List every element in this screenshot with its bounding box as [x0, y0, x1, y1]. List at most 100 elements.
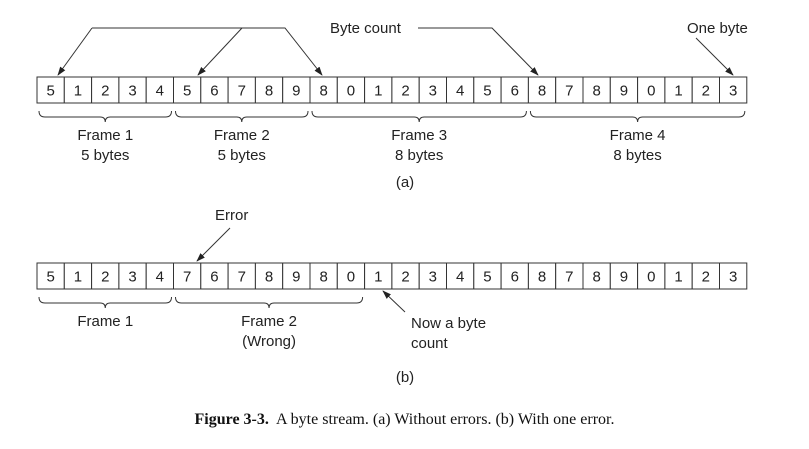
now-byte-count-arrow: [382, 290, 406, 313]
error-arrow: [196, 227, 231, 262]
byte-value: 3: [128, 83, 136, 100]
byte-cell-box: [582, 76, 611, 104]
frame-size: 8 bytes: [395, 147, 443, 164]
byte-value: 5: [483, 83, 491, 100]
caption-number: Figure 3-3.: [194, 411, 269, 428]
figure-caption: Figure 3-3. A byte stream. (a) Without e…: [0, 411, 809, 429]
byte-cell-box: [254, 262, 284, 290]
byte-cell: 8: [582, 262, 611, 290]
byte-cell: 9: [609, 262, 639, 290]
byte-value: 1: [674, 83, 682, 100]
frame-name: Frame 1: [77, 313, 133, 330]
byte-value: 1: [374, 83, 382, 100]
byte-cell: 5: [473, 76, 502, 104]
byte-cell: 5: [36, 262, 65, 290]
byte-value: 3: [729, 83, 737, 100]
byte-cell: 2: [91, 76, 120, 104]
byte-cell: 5: [173, 76, 202, 104]
byte-cell-box: [309, 262, 338, 290]
panel-b-annotations: Error Now a byte count: [196, 207, 486, 352]
frame-name: Frame 2: [241, 313, 297, 330]
error-label: Error: [215, 207, 248, 224]
byte-cell-box: [63, 76, 93, 104]
byte-cell: 8: [309, 76, 338, 104]
byte-cell: 8: [582, 76, 611, 104]
byte-cell: 5: [36, 76, 65, 104]
byte-cell: 3: [719, 76, 748, 104]
byte-cell-box: [200, 76, 229, 104]
byte-cell-box: [527, 262, 557, 290]
frame-size: 5 bytes: [81, 147, 129, 164]
byte-count-arrow-frame4: [418, 27, 539, 76]
byte-cell: 3: [719, 262, 748, 290]
byte-cell-box: [473, 76, 502, 104]
byte-value: 7: [238, 83, 246, 100]
byte-value: 4: [156, 83, 164, 100]
byte-cell: 0: [336, 262, 366, 290]
byte-cell-box: [637, 262, 666, 290]
byte-cell: 0: [336, 76, 366, 104]
byte-cell: 7: [555, 76, 584, 104]
byte-cell-box: [282, 76, 311, 104]
byte-cell-box: [555, 76, 584, 104]
byte-value: 7: [183, 269, 191, 286]
byte-cell-box: [200, 262, 229, 290]
panel-b-label: (b): [396, 369, 414, 386]
now-byte-count-label-line2: count: [411, 335, 449, 352]
byte-cell: 8: [527, 76, 557, 104]
frame-brace: [38, 296, 172, 309]
frame-name: Frame 3: [391, 127, 447, 144]
byte-cell: 4: [446, 262, 475, 290]
byte-cell-box: [364, 262, 393, 290]
frame-brace: [175, 296, 364, 309]
byte-cell-box: [227, 76, 256, 104]
byte-cell-box: [364, 76, 393, 104]
frame-brace: [38, 110, 172, 123]
byte-cell: 1: [364, 262, 393, 290]
byte-cell: 2: [691, 262, 721, 290]
byte-cell: 6: [200, 76, 229, 104]
byte-cell: 3: [118, 262, 147, 290]
byte-cell: 7: [555, 262, 584, 290]
byte-value: 5: [483, 269, 491, 286]
byte-value: 1: [74, 269, 82, 286]
byte-cell: 3: [118, 76, 147, 104]
byte-value: 6: [511, 83, 519, 100]
byte-cell: 3: [418, 76, 448, 104]
byte-cell-box: [91, 76, 120, 104]
byte-value: 3: [729, 269, 737, 286]
byte-cell: 1: [63, 76, 93, 104]
frame-brace: [175, 110, 309, 123]
byte-cell: 1: [364, 76, 393, 104]
byte-cell-box: [446, 76, 475, 104]
byte-value: 2: [101, 83, 109, 100]
byte-value: 8: [319, 269, 327, 286]
byte-value: 3: [429, 83, 437, 100]
byte-cell-box: [173, 76, 202, 104]
byte-value: 2: [401, 269, 409, 286]
byte-cell-box: [145, 76, 174, 104]
frame-braces-b: Frame 1 Frame 2 (Wrong): [38, 296, 364, 350]
byte-value: 6: [210, 269, 218, 286]
byte-cell: 0: [637, 76, 666, 104]
byte-cell: 2: [391, 76, 420, 104]
byte-value: 8: [538, 83, 546, 100]
byte-value: 9: [620, 269, 628, 286]
byte-value: 8: [538, 269, 546, 286]
byte-cell-box: [254, 76, 284, 104]
byte-value: 8: [265, 269, 273, 286]
frame-size: (Wrong): [242, 333, 296, 350]
byte-cell-box: [391, 76, 420, 104]
byte-value: 7: [565, 83, 573, 100]
byte-value: 0: [347, 269, 355, 286]
byte-cell-box: [609, 76, 639, 104]
frame-brace: [311, 110, 527, 123]
byte-value: 7: [565, 269, 573, 286]
byte-value: 5: [46, 83, 54, 100]
byte-cell-box: [719, 76, 748, 104]
byte-cell-box: [527, 76, 557, 104]
frame-size: 5 bytes: [218, 147, 266, 164]
byte-cell: 4: [145, 262, 174, 290]
panel-a-annotations: Byte count One byte: [57, 20, 748, 76]
